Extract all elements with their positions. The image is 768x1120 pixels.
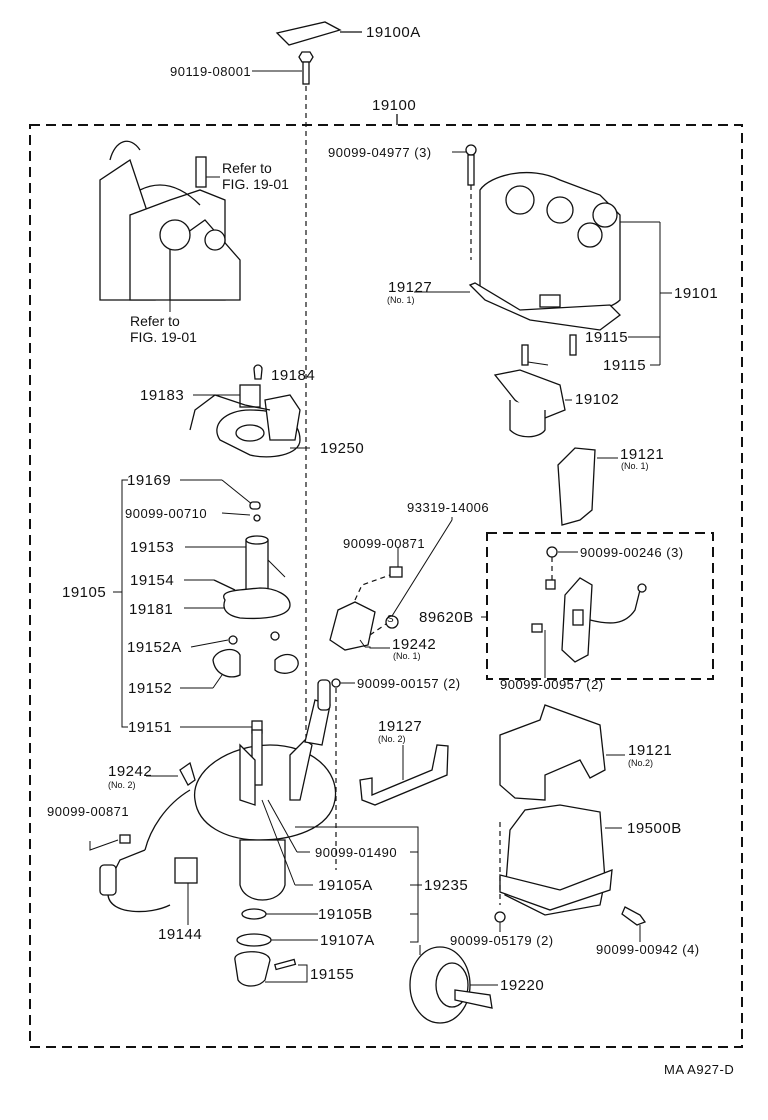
part-sublabel-19121-no2: (No.2) <box>628 758 654 768</box>
part-label-19107a[interactable]: 19107A <box>320 932 375 949</box>
governor-assy-19105-bracket <box>113 479 299 734</box>
part-label-19183[interactable]: 19183 <box>140 387 185 404</box>
part-label-19169[interactable]: 19169 <box>127 472 172 489</box>
part-label-90099-00157[interactable]: 90099-00157 (2) <box>357 676 461 691</box>
part-label-19115-b[interactable]: 19115 <box>603 357 647 374</box>
assembly-label-19105[interactable]: 19105 <box>62 584 107 601</box>
part-label-90099-00871-a[interactable]: 90099-00871 <box>343 536 426 551</box>
part-label-19153[interactable]: 19153 <box>130 539 175 556</box>
distributor-cap-19101 <box>414 172 672 366</box>
part-label-19100a[interactable]: 19100A <box>366 24 421 41</box>
part-label-19101[interactable]: 19101 <box>674 285 719 302</box>
part-label-93319-14006[interactable]: 93319-14006 <box>407 500 490 515</box>
part-label-90099-00871-b[interactable]: 90099-00871 <box>47 804 130 819</box>
part-label-19242-no2[interactable]: 19242 <box>108 763 153 780</box>
part-label-19220[interactable]: 19220 <box>500 977 545 994</box>
part-label-19151[interactable]: 19151 <box>128 719 173 736</box>
bolt-90099-00942 <box>621 906 647 942</box>
distributor-housing-19235 <box>89 679 337 925</box>
figure-code: MA A927-D <box>664 1062 735 1077</box>
housing-19500b <box>494 804 622 932</box>
part-label-90099-00957[interactable]: 90099-00957 (2) <box>500 677 604 692</box>
part-label-19105b[interactable]: 19105B <box>318 906 373 923</box>
gear-19155 <box>234 951 308 987</box>
part-label-19155[interactable]: 19155 <box>310 966 355 983</box>
part-label-19181[interactable]: 19181 <box>129 601 174 618</box>
signal-rotor-assy-19250 <box>189 364 310 458</box>
part-label-19127-no1[interactable]: 19127 <box>388 279 433 296</box>
bolt-90099-00157 <box>331 678 355 870</box>
part-label-19144[interactable]: 19144 <box>158 926 203 943</box>
refer-note-fig-link[interactable]: FIG. 19-01 <box>222 176 289 193</box>
part-label-19127-no2[interactable]: 19127 <box>378 718 423 735</box>
part-label-90099-00246[interactable]: 90099-00246 (3) <box>580 545 684 560</box>
part-label-19184[interactable]: 19184 <box>271 367 316 384</box>
cover-19121-no1 <box>557 447 618 526</box>
refer-note-fig-link[interactable]: FIG. 19-01 <box>130 329 197 346</box>
part-label-19250[interactable]: 19250 <box>320 440 365 457</box>
part-sublabel-19242-no2: (No. 2) <box>108 780 136 790</box>
part-label-90099-00942[interactable]: 90099-00942 (4) <box>596 942 700 957</box>
assembly-19100-frame <box>29 124 743 1048</box>
part-label-90099-01490[interactable]: 90099-01490 <box>315 845 398 860</box>
reference-unit-drawing <box>99 140 241 312</box>
refer-note-line1: Refer to <box>222 160 272 176</box>
assembly-label-19100[interactable]: 19100 <box>372 97 417 114</box>
assembly-19235-bracket <box>236 799 422 947</box>
refer-note-line1: Refer to <box>130 313 180 329</box>
assembly-label-19235[interactable]: 19235 <box>424 877 469 894</box>
part-label-19121-no1[interactable]: 19121 <box>620 446 665 463</box>
part-label-19105a[interactable]: 19105A <box>318 877 373 894</box>
igniter-89620b <box>531 546 647 678</box>
part-sublabel-19127-no1: (No. 1) <box>387 295 415 305</box>
cover-19121-no2 <box>499 704 625 801</box>
part-label-90099-00710[interactable]: 90099-00710 <box>125 506 208 521</box>
part-label-19121-no2[interactable]: 19121 <box>628 742 673 759</box>
part-label-19152a[interactable]: 19152A <box>127 639 182 656</box>
part-label-19500b[interactable]: 19500B <box>627 820 682 837</box>
screw-90099-04977 <box>452 144 477 260</box>
bolt-90119-08001 <box>252 51 314 745</box>
vacuum-advancer-19220 <box>409 945 498 1024</box>
sensor-symbol: S <box>387 614 395 625</box>
part-label-19102[interactable]: 19102 <box>575 391 620 408</box>
part-sublabel-19242-no1: (No. 1) <box>393 651 421 661</box>
clamp-19127-no2 <box>359 744 449 806</box>
part-label-19115-a[interactable]: 19115 <box>585 329 629 346</box>
part-sublabel-19121-no1: (No. 1) <box>621 461 649 471</box>
assembly-label-89620b[interactable]: 89620B <box>419 609 474 626</box>
spring-19115 <box>521 334 577 366</box>
part-label-90119-08001[interactable]: 90119-08001 <box>170 64 252 79</box>
part-label-19154[interactable]: 19154 <box>130 572 175 589</box>
label-plate-19100a <box>275 21 362 46</box>
assembly-89620b-frame <box>486 532 714 680</box>
rotor-19102 <box>493 369 572 438</box>
part-label-19152[interactable]: 19152 <box>128 680 173 697</box>
part-label-90099-05179[interactable]: 90099-05179 (2) <box>450 933 554 948</box>
part-sublabel-19127-no2: (No. 2) <box>378 734 406 744</box>
part-label-19242-no1[interactable]: 19242 <box>392 636 437 653</box>
bracket-19242-no1 <box>329 517 487 651</box>
part-label-90099-04977[interactable]: 90099-04977 (3) <box>328 145 432 160</box>
